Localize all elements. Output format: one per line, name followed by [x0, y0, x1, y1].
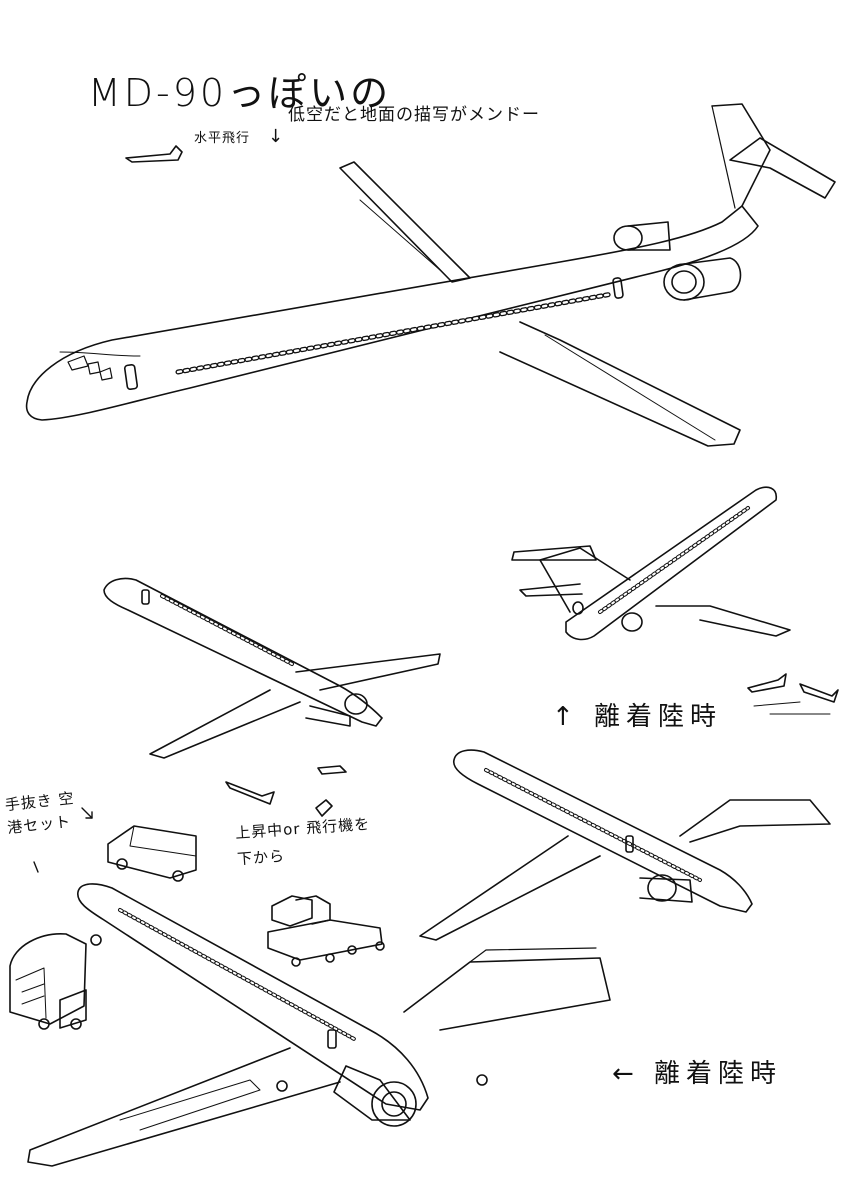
airplane-main-sketch — [27, 104, 835, 446]
note-climb: 上昇中or 飛行機を下から — [234, 814, 371, 869]
small-plane-icon — [126, 146, 182, 162]
airplane-middle-left-sketch — [104, 578, 440, 758]
small-planes-takeoff-icons — [748, 674, 838, 714]
stair-truck-sketch — [10, 934, 86, 1029]
airplane-bottom-sketch — [28, 884, 610, 1166]
baggage-cart-sketch — [268, 896, 384, 966]
note-level-flight: 水平飛行 — [194, 131, 251, 146]
caption-upper: ↑ 離着陸時 — [552, 702, 723, 732]
arrow-down-icon: ↓ — [268, 126, 285, 147]
note-low-angle: 低空だと地面の描写がメンドー — [288, 105, 540, 125]
caption-lower: ← 離着陸時 — [612, 1059, 783, 1089]
airplane-middle-right-sketch — [512, 487, 790, 639]
airplane-right-landing-sketch — [420, 750, 830, 940]
sheet-title: MD-90っぽいの — [88, 71, 392, 115]
tug-vehicle-sketch — [108, 826, 196, 881]
small-planes-climb-icons — [34, 766, 346, 872]
note-ground-set: 手抜き 空港セット — [4, 789, 76, 838]
